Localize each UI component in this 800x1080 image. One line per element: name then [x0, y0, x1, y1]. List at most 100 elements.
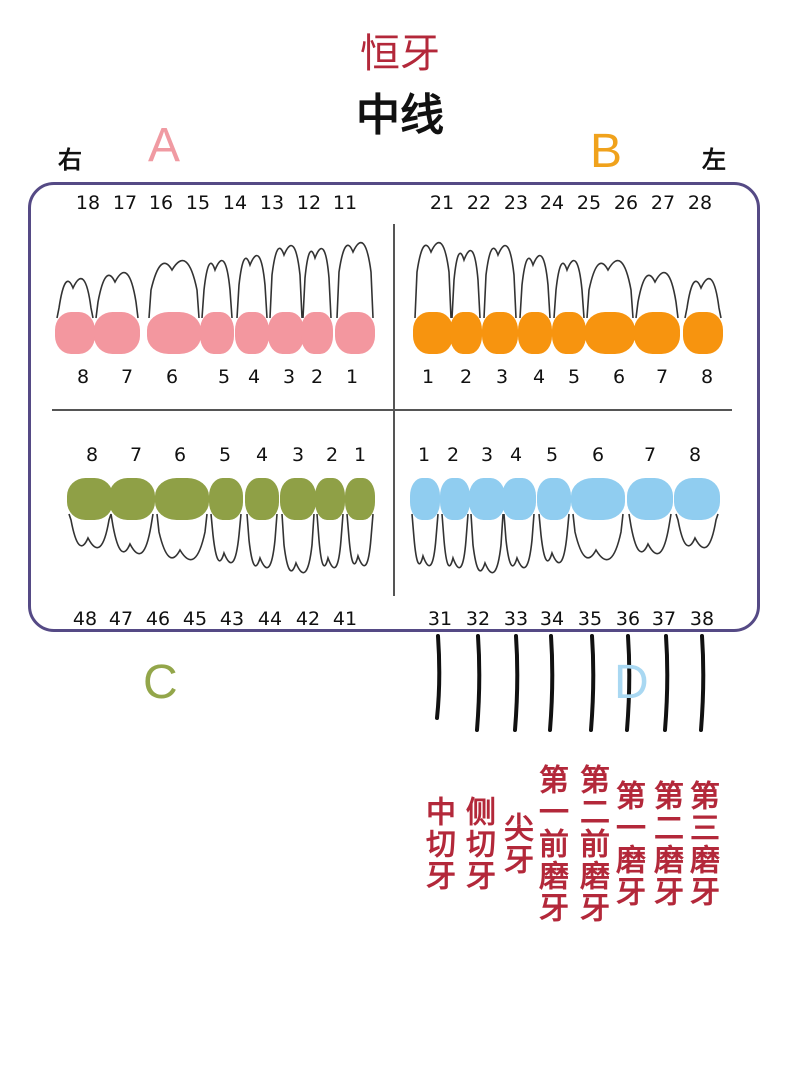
lower-left-position-6: 6	[591, 444, 605, 466]
upper-right-tooth-6-crown	[147, 312, 201, 354]
lower-right-position-1: 1	[353, 444, 367, 466]
upper-right-position-6: 6	[165, 366, 179, 388]
lower-left-tooth-4-crown	[502, 478, 536, 520]
tooth-number-33: 33	[503, 608, 529, 630]
upper-left-position-2: 2	[459, 366, 473, 388]
upper-left-tooth-5-crown	[552, 312, 586, 354]
lower-right-tooth-3-root	[281, 513, 315, 574]
lower-left-position-4: 4	[509, 444, 523, 466]
upper-right-tooth-3-root	[269, 244, 303, 319]
side-label-left: 左	[702, 146, 726, 174]
quadrant-label-c: C	[143, 656, 178, 709]
tooth-number-31: 31	[427, 608, 453, 630]
lower-left-position-7: 7	[643, 444, 657, 466]
upper-right-tooth-4-crown	[235, 312, 269, 354]
lower-left-tooth-7-root	[628, 513, 672, 555]
tooth-type-label-6: 第一磨牙	[610, 780, 645, 908]
upper-left-tooth-1-root	[414, 241, 452, 319]
tooth-number-47: 47	[108, 608, 134, 630]
lower-right-tooth-7-crown	[109, 478, 155, 520]
tooth-type-label-7: 第二磨牙	[648, 780, 683, 908]
upper-right-position-4: 4	[247, 366, 261, 388]
leader-line-7	[663, 634, 670, 732]
lower-left-tooth-7-crown	[627, 478, 673, 520]
leader-line-5	[589, 634, 596, 732]
lower-left-position-3: 3	[480, 444, 494, 466]
upper-right-tooth-1-crown	[335, 312, 375, 354]
lower-left-tooth-1-crown	[410, 478, 440, 520]
upper-right-tooth-2-root	[302, 247, 332, 319]
upper-right-tooth-5-root	[201, 259, 233, 319]
tooth-number-18: 18	[75, 192, 101, 214]
lower-left-tooth-3-root	[470, 513, 504, 574]
lower-right-tooth-8-root	[68, 513, 112, 549]
leader-line-2	[475, 634, 482, 732]
upper-left-tooth-2-crown	[450, 312, 482, 354]
title-permanent-teeth: 恒牙	[360, 31, 440, 77]
upper-right-tooth-2-crown	[301, 312, 333, 354]
lower-right-tooth-4-root	[246, 513, 278, 569]
leader-line-1	[435, 634, 442, 720]
upper-left-tooth-6-root	[586, 259, 634, 319]
upper-left-position-1: 1	[421, 366, 435, 388]
tooth-number-35: 35	[577, 608, 603, 630]
side-label-right: 右	[58, 146, 82, 174]
upper-left-position-8: 8	[700, 366, 714, 388]
upper-left-tooth-5-root	[553, 259, 585, 319]
lower-left-tooth-5-root	[538, 513, 570, 564]
lower-right-tooth-6-crown	[155, 478, 209, 520]
upper-left-position-5: 5	[567, 366, 581, 388]
upper-right-position-3: 3	[282, 366, 296, 388]
upper-right-tooth-4-root	[236, 254, 268, 319]
upper-left-tooth-6-crown	[585, 312, 635, 354]
lower-left-tooth-2-crown	[440, 478, 470, 520]
lower-left-tooth-3-crown	[469, 478, 505, 520]
upper-left-tooth-4-crown	[518, 312, 552, 354]
tooth-type-label-4: 第一前磨牙	[533, 764, 568, 924]
lower-right-tooth-4-crown	[245, 478, 279, 520]
upper-right-position-7: 7	[120, 366, 134, 388]
tooth-type-label-5: 第二前磨牙	[574, 764, 609, 924]
upper-left-tooth-7-root	[635, 271, 679, 319]
tooth-number-23: 23	[503, 192, 529, 214]
leader-line-6	[625, 634, 632, 732]
upper-right-tooth-5-crown	[200, 312, 234, 354]
lower-left-tooth-6-crown	[571, 478, 625, 520]
upper-right-tooth-1-root	[336, 241, 374, 319]
upper-left-tooth-3-crown	[482, 312, 518, 354]
lower-left-position-2: 2	[446, 444, 460, 466]
lower-left-position-1: 1	[417, 444, 431, 466]
tooth-number-28: 28	[687, 192, 713, 214]
tooth-number-34: 34	[539, 608, 565, 630]
tooth-number-21: 21	[429, 192, 455, 214]
tooth-number-22: 22	[466, 192, 492, 214]
quadrant-label-d: D	[614, 656, 649, 709]
lower-left-tooth-8-root	[675, 513, 719, 549]
tooth-number-36: 36	[615, 608, 641, 630]
tooth-number-32: 32	[465, 608, 491, 630]
tooth-number-13: 13	[259, 192, 285, 214]
tooth-number-17: 17	[112, 192, 138, 214]
lower-left-tooth-1-root	[411, 513, 439, 567]
lower-right-tooth-8-crown	[67, 478, 113, 520]
lower-right-tooth-2-crown	[315, 478, 345, 520]
upper-right-tooth-3-crown	[268, 312, 304, 354]
tooth-number-12: 12	[296, 192, 322, 214]
lower-left-tooth-4-root	[503, 513, 535, 569]
upper-left-position-7: 7	[655, 366, 669, 388]
upper-right-tooth-7-root	[95, 271, 139, 319]
tooth-number-43: 43	[219, 608, 245, 630]
lower-left-tooth-2-root	[441, 513, 469, 569]
upper-left-position-4: 4	[532, 366, 546, 388]
tooth-number-14: 14	[222, 192, 248, 214]
tooth-number-16: 16	[148, 192, 174, 214]
upper-left-position-6: 6	[612, 366, 626, 388]
upper-right-tooth-7-crown	[94, 312, 140, 354]
upper-left-tooth-4-root	[519, 254, 551, 319]
lower-right-tooth-1-root	[346, 513, 374, 567]
upper-right-tooth-8-root	[56, 277, 94, 319]
tooth-number-26: 26	[613, 192, 639, 214]
lower-right-position-7: 7	[129, 444, 143, 466]
lower-right-tooth-2-root	[316, 513, 344, 569]
tooth-number-41: 41	[332, 608, 358, 630]
